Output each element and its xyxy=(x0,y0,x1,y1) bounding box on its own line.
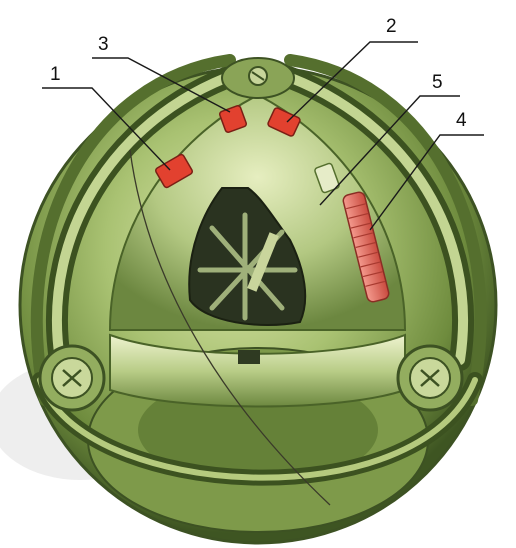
callout-label-1: 1 xyxy=(50,64,61,85)
callout-label-2: 2 xyxy=(386,16,397,37)
callout-label-5: 5 xyxy=(432,72,443,93)
callout-label-4: 4 xyxy=(456,110,467,131)
left-bolt xyxy=(40,346,104,410)
right-bolt xyxy=(398,346,462,410)
callout-label-3: 3 xyxy=(98,34,109,55)
band-clip xyxy=(238,350,260,364)
